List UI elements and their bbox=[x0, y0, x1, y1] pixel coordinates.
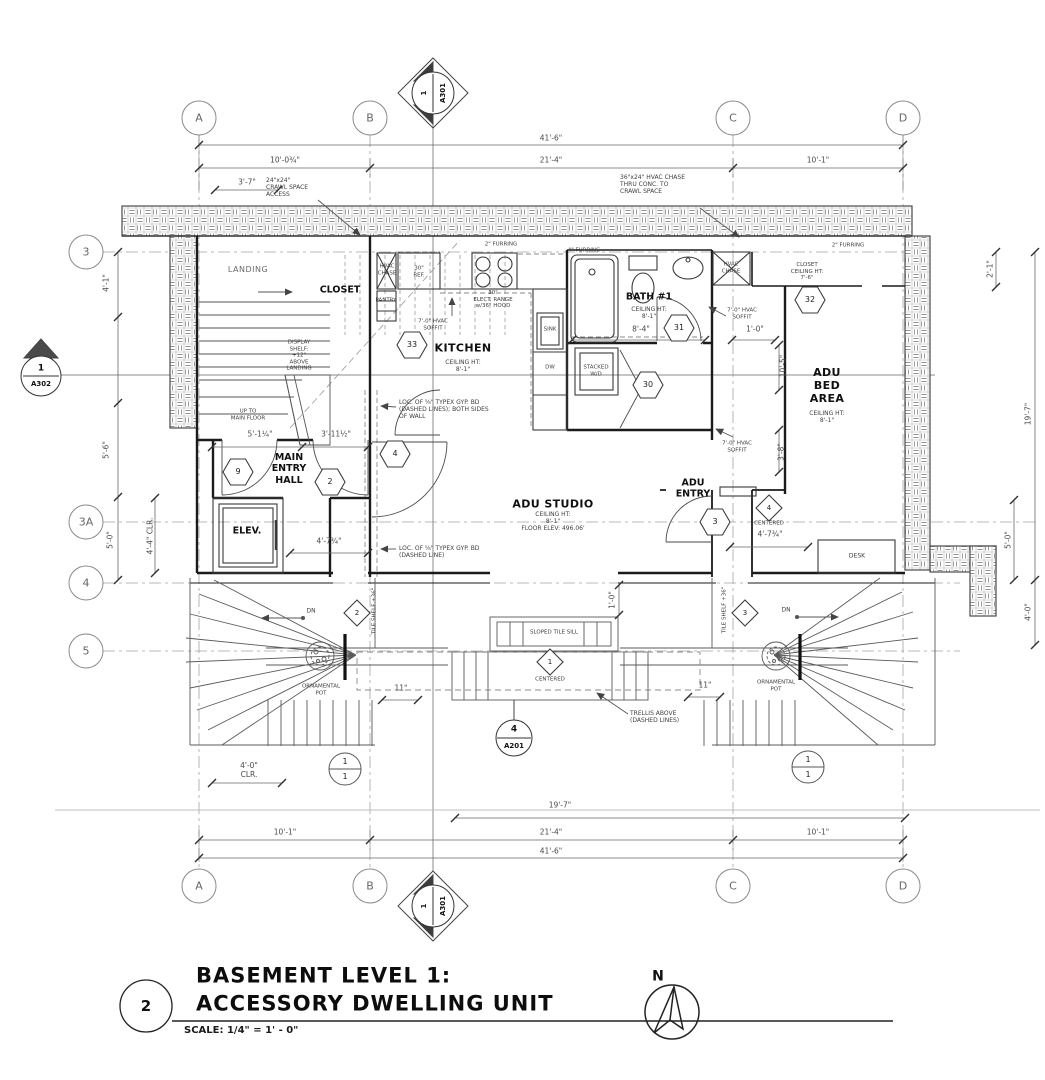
kitchen-sink bbox=[536, 312, 564, 350]
door-closet bbox=[394, 389, 441, 436]
fixtures bbox=[212, 251, 896, 574]
dimension-ticks bbox=[113, 140, 1040, 863]
ornamental-pots bbox=[305, 641, 791, 671]
pantry-shelves bbox=[376, 290, 397, 322]
toilet-tank bbox=[628, 255, 658, 271]
elevator-shaft bbox=[212, 497, 284, 574]
kitchen-counter bbox=[532, 288, 568, 431]
keynote-hexagons bbox=[222, 286, 826, 536]
section-markers bbox=[20, 57, 825, 942]
stair-above-dashed bbox=[289, 239, 506, 429]
door-hall-left bbox=[221, 439, 278, 496]
desk bbox=[817, 539, 896, 574]
north-arrow bbox=[644, 984, 700, 1040]
door-studio bbox=[371, 441, 448, 518]
leaders bbox=[258, 199, 839, 715]
hvac-chase bbox=[712, 251, 751, 286]
toilet-bowl bbox=[631, 272, 655, 304]
grid-bubbles bbox=[68, 100, 921, 904]
exterior-walls bbox=[121, 205, 997, 617]
terrace-stairs bbox=[185, 577, 936, 746]
section-cut-lines bbox=[55, 114, 1040, 871]
lavatory bbox=[672, 256, 704, 280]
stair-to-main-floor bbox=[199, 301, 331, 446]
refrigerator bbox=[397, 252, 441, 290]
gyp-dashed-walls bbox=[364, 251, 703, 577]
stacked-washer-dryer bbox=[574, 347, 619, 396]
bathtub bbox=[570, 254, 619, 343]
grid-lines bbox=[103, 135, 1035, 868]
doors bbox=[221, 296, 713, 543]
entry-sidelite bbox=[719, 486, 757, 497]
title-block-lines bbox=[119, 979, 893, 1033]
door-adu-entry bbox=[665, 495, 713, 543]
hvac-chase-small bbox=[376, 252, 397, 290]
door-bath bbox=[656, 296, 702, 342]
keynote-diamonds bbox=[343, 494, 783, 676]
